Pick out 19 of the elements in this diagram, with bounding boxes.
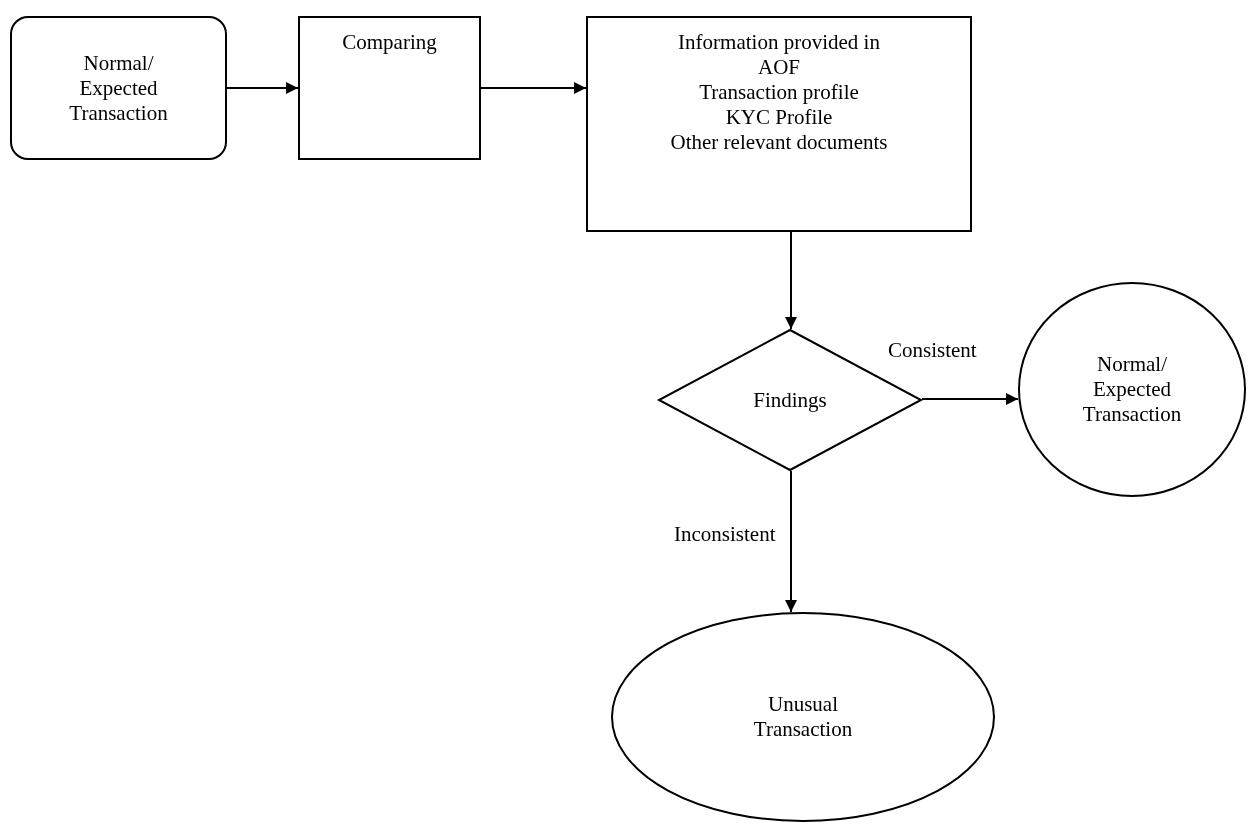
node-text: KYC Profile <box>725 105 833 130</box>
node-text: Transaction profile <box>699 80 859 105</box>
arrow <box>480 82 587 94</box>
process-box <box>586 16 972 232</box>
node-text: Information provided in AOF <box>677 30 881 80</box>
terminal-ellipse <box>611 612 995 822</box>
arrow <box>921 393 1019 405</box>
node-text: Other relevant documents <box>670 130 888 155</box>
arrow <box>785 470 797 613</box>
node-text: Comparing <box>342 30 437 55</box>
arrow <box>226 82 299 94</box>
start-box <box>10 16 227 160</box>
arrow <box>785 231 797 330</box>
process-box <box>298 16 481 160</box>
node-text: Unusual Transaction <box>752 692 854 742</box>
node-text: Normal/ Expected Transaction <box>1081 352 1183 427</box>
node-text: Normal/ Expected Transaction <box>68 50 169 126</box>
terminal-ellipse <box>1018 282 1246 497</box>
node-text: Findings <box>753 387 827 413</box>
